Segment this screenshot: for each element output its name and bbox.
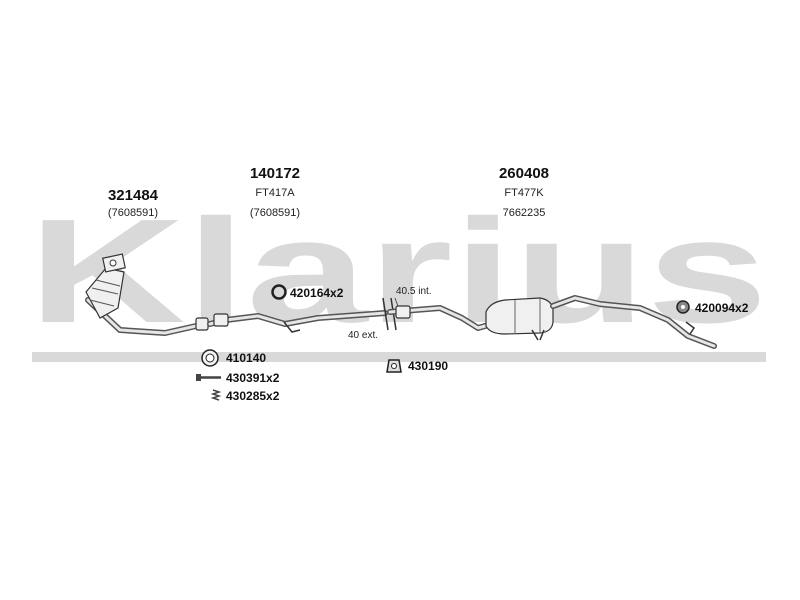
- oem-code: FT477K: [504, 187, 544, 199]
- fitting-label: 430285x2: [226, 389, 280, 403]
- fitting-420094: 420094x2: [676, 300, 749, 315]
- section-rear-silencer: 260408 FT477K 7662235: [499, 165, 549, 219]
- silencer-body: [485, 297, 554, 335]
- pipe-sleeve: [213, 313, 229, 327]
- clamp-line: [382, 297, 389, 331]
- dimension-external: 40 ext.: [348, 330, 378, 341]
- fitting-label: 410140: [226, 351, 266, 365]
- tail-pipe-highlight: [551, 296, 716, 348]
- ref-number: 7662235: [503, 207, 546, 219]
- bolt-icon: [196, 374, 221, 381]
- part-number-140172: 140172: [250, 165, 300, 182]
- front-pipe-catalyst: [85, 253, 209, 336]
- tail-hanger: [685, 321, 696, 335]
- catalyst-ribs: [89, 279, 121, 307]
- fitting-410140: 410140: [201, 349, 266, 367]
- pipe-joint: [195, 317, 209, 331]
- hanger-bracket: [283, 321, 301, 333]
- watermark-text: Klarius: [28, 189, 768, 354]
- flange-bolt-hole: [109, 259, 117, 267]
- rear-pipe-silencer: [387, 295, 717, 349]
- part-number-321484: 321484: [108, 187, 159, 204]
- fitting-430391: 430391x2: [196, 371, 280, 385]
- watermark-bar: [32, 352, 766, 362]
- rear-pipe-highlight: [388, 306, 494, 330]
- ring-clamp-icon: [271, 284, 287, 300]
- spring-icon: [210, 389, 222, 401]
- section-front-pipe: 321484 (7608591): [108, 187, 159, 219]
- fitting-430190: 430190: [386, 359, 448, 373]
- fitting-420164: 420164x2: [271, 284, 344, 300]
- fitting-430285: 430285x2: [210, 389, 280, 403]
- part-number-260408: 260408: [499, 165, 549, 182]
- gasket-ring-icon: [201, 349, 219, 367]
- pipe-sleeve: [395, 305, 411, 319]
- fitting-label: 430391x2: [226, 371, 280, 385]
- silencer-seam: [514, 298, 541, 334]
- fitting-label: 430190: [408, 359, 448, 373]
- silencer-bracket: [531, 329, 545, 341]
- section-middle-pipe: 140172 FT417A (7608591): [250, 165, 300, 219]
- oem-code: FT417A: [255, 187, 295, 199]
- fitting-label: 420094x2: [695, 301, 749, 315]
- middle-pipe: [207, 310, 388, 333]
- mounting-bracket-icon: [386, 359, 402, 373]
- ref-number: (7608591): [250, 207, 300, 219]
- rubber-hanger-icon: [676, 300, 690, 314]
- dimension-internal: 40.5 int.: [396, 286, 432, 297]
- brand-watermark: Klarius: [28, 189, 768, 362]
- fitting-label: 420164x2: [290, 286, 344, 300]
- catalyst-body: [85, 267, 125, 319]
- ref-number: (7608591): [108, 207, 158, 219]
